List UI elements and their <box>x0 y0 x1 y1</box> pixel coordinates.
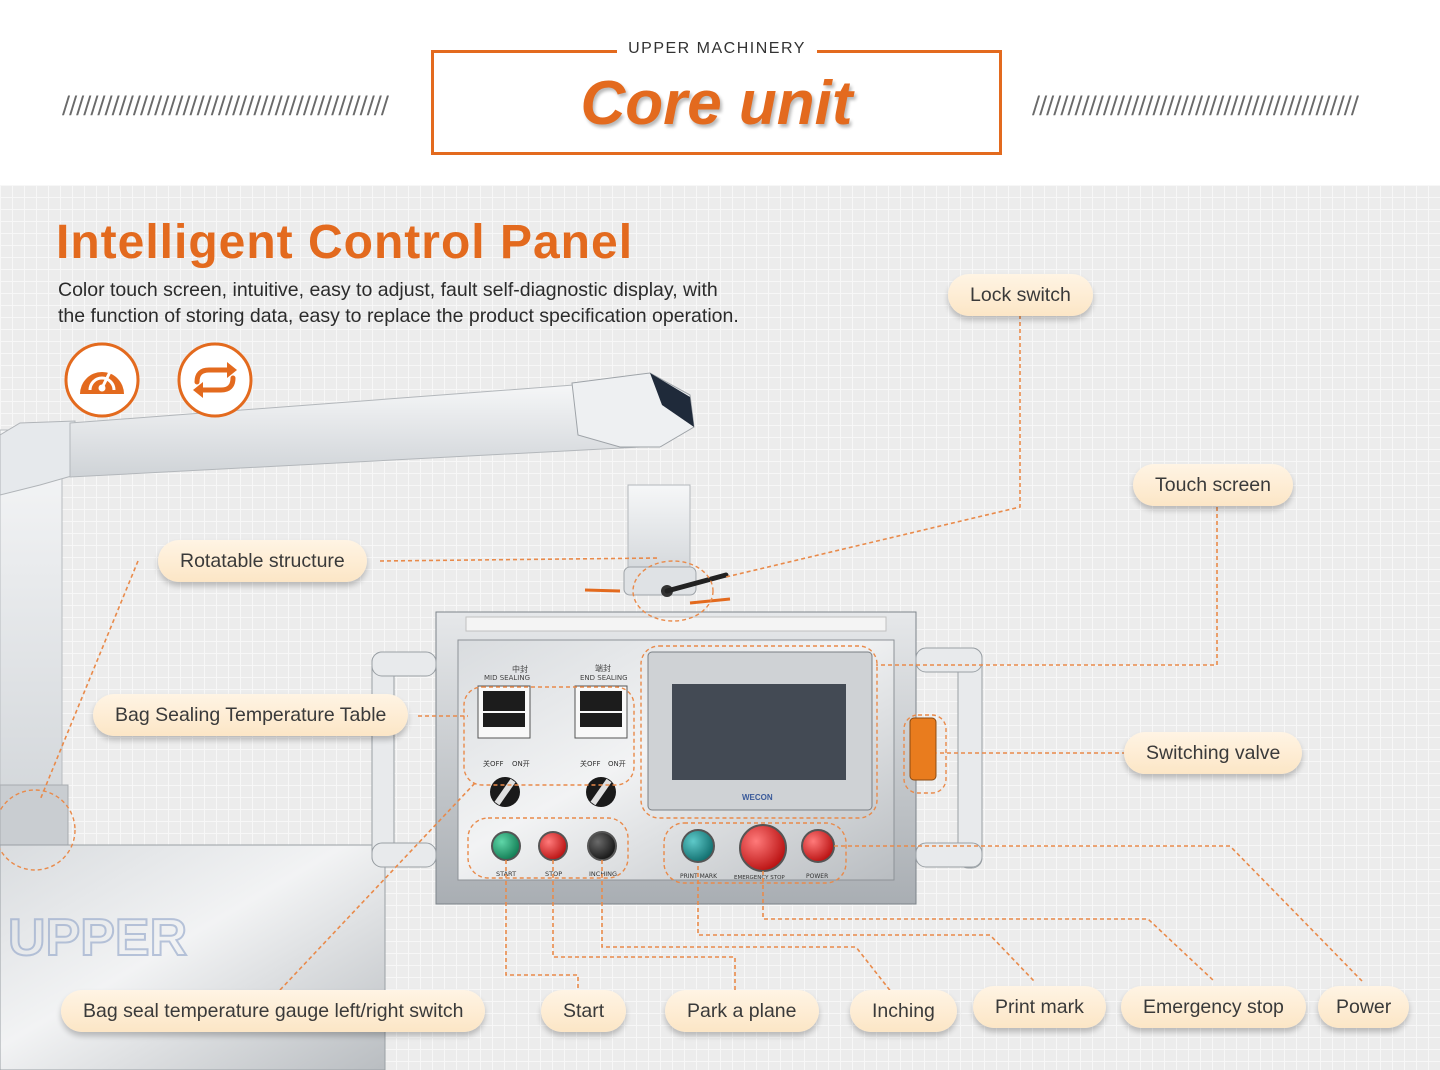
callout-start: Start <box>541 990 627 1032</box>
gauge-icon <box>64 342 140 418</box>
power-indicator <box>801 829 835 863</box>
switching-valve <box>909 717 937 781</box>
support-arm-beam <box>69 382 641 478</box>
callout-gauge-switch: Bag seal temperature gauge left/right sw… <box>61 990 486 1032</box>
callout-switching-valve: Switching valve <box>1124 732 1303 774</box>
svg-text:POWER: POWER <box>806 873 828 880</box>
callout-inching: Inching <box>850 990 957 1032</box>
machine-illustration: UPPER 中封 MID SEALING 端封 END SEALING <box>0 315 1363 1070</box>
svg-text:INCHING: INCHING <box>589 870 617 878</box>
upper-watermark: UPPER <box>8 909 187 967</box>
svg-text:WECON: WECON <box>742 793 773 802</box>
callout-rotatable-structure: Rotatable structure <box>158 540 367 582</box>
emergency-stop-button <box>739 824 787 872</box>
svg-text:端封: 端封 <box>595 663 611 673</box>
page-title: Core unit <box>580 69 853 138</box>
right-handle <box>957 647 983 869</box>
section-title: Intelligent Control Panel <box>56 216 634 269</box>
description-line-1: Color touch screen, intuitive, easy to a… <box>58 279 718 301</box>
print-mark-button <box>681 829 715 863</box>
page-header: ////////////////////////////////////////… <box>0 0 1440 185</box>
callout-emergency-stop: Emergency stop <box>1121 986 1306 1028</box>
machine-base <box>0 844 386 1070</box>
leader-lines <box>39 315 1363 994</box>
section-description: Color touch screen, intuitive, easy to a… <box>58 277 818 329</box>
description-line-2: the function of storing data, easy to re… <box>58 305 739 327</box>
callout-print-mark: Print mark <box>973 986 1106 1028</box>
hatch-decoration-left: ////////////////////////////////////////… <box>62 91 389 119</box>
touch-screen-display <box>672 684 846 780</box>
callout-lock-switch: Lock switch <box>948 274 1093 316</box>
inching-button <box>587 831 617 861</box>
svg-text:ON开: ON开 <box>608 760 626 768</box>
left-handle <box>371 651 395 868</box>
svg-text:关OFF: 关OFF <box>483 759 504 768</box>
hatch-decoration-right: ////////////////////////////////////////… <box>1032 91 1359 119</box>
stop-button <box>538 831 568 861</box>
callout-power: Power <box>1318 986 1410 1028</box>
svg-text:PRINT MARK: PRINT MARK <box>680 873 718 880</box>
callout-touch-screen: Touch screen <box>1133 464 1293 506</box>
callout-park-a-plane: Park a plane <box>665 990 819 1032</box>
svg-text:ON开: ON开 <box>512 760 530 768</box>
svg-text:中封: 中封 <box>512 664 528 674</box>
svg-text:关OFF: 关OFF <box>580 759 601 768</box>
start-button <box>491 831 521 861</box>
product-stage: UPPER 中封 MID SEALING 端封 END SEALING <box>0 185 1440 1070</box>
svg-text:END SEALING: END SEALING <box>580 674 628 682</box>
rotate-arrows-icon <box>177 342 253 418</box>
svg-text:EMERGENCY STOP: EMERGENCY STOP <box>734 875 785 881</box>
brand-label: UPPER MACHINERY <box>617 36 817 62</box>
svg-text:MID SEALING: MID SEALING <box>484 674 530 682</box>
callout-bag-sealing-temperature-table: Bag Sealing Temperature Table <box>93 694 409 736</box>
support-arm <box>0 420 76 496</box>
